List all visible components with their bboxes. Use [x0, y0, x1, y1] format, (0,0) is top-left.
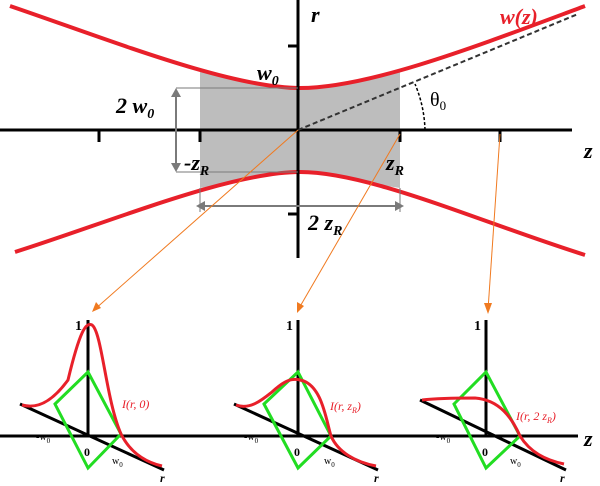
profile-peak-label: 1 [286, 319, 293, 334]
profile-r-label: r [374, 471, 379, 485]
intensity-profile-rayleigh: 1 I(r, zR) -w0 0 w0 r [233, 319, 379, 485]
asymptote-line [297, 13, 579, 131]
rayleigh-label: zR [385, 150, 404, 179]
profile-w0: w0 [112, 456, 123, 469]
profile-neg-w0: -w0 [436, 432, 451, 445]
theta-arc [414, 83, 426, 131]
profile-peak-label: 1 [474, 319, 481, 334]
intensity-profile-2-rayleigh: 1 I(r, 2 zR) -w0 0 w0 r [419, 319, 567, 485]
bottom-z-axis-label: z [583, 426, 593, 451]
waist-double-label: 2 w0 [115, 93, 154, 122]
z-axis-label: z [583, 138, 593, 163]
waist-label: w0 [257, 60, 279, 89]
profile-origin: 0 [294, 445, 300, 459]
profile-neg-w0: -w0 [36, 432, 51, 445]
pointer-arrow-zr [297, 133, 401, 311]
profile-curve [21, 322, 163, 468]
profile-r-label: r [560, 471, 565, 485]
profile-neg-w0: -w0 [244, 432, 259, 445]
profile-peak-label: 1 [75, 319, 82, 334]
waist-arrow-bottom [171, 163, 181, 172]
profile-origin: 0 [482, 445, 488, 459]
profile-curve [421, 396, 565, 466]
neg-rayleigh-label: -zR [184, 150, 209, 179]
pointer-arrowhead-2zr [484, 303, 492, 314]
profile-r-axis [19, 402, 165, 472]
profile-curve-label: I(r, 0) [121, 397, 149, 411]
lower-beam-envelope [14, 169, 586, 257]
r-axis-label: r [311, 2, 320, 27]
waist-arrow-top [171, 88, 181, 97]
pointer-arrowhead-waist [92, 302, 101, 312]
intensity-profile-waist: 1 I(r, 0) -w0 0 w0 r [19, 319, 165, 485]
pointer-arrow-2zr [487, 133, 501, 311]
profile-r-axis [419, 398, 567, 472]
pointer-arrowhead-zr [297, 302, 304, 313]
profile-r-label: r [160, 471, 165, 485]
upper-beam-envelope [9, 4, 586, 91]
profile-curve [235, 377, 377, 468]
profile-w0: w0 [510, 456, 521, 469]
theta-label: θ0 [430, 89, 446, 113]
beam-width-label: w(z) [500, 4, 538, 29]
profile-curve-label: I(r, 2 zR) [515, 409, 556, 425]
profile-w0: w0 [324, 456, 335, 469]
pointer-arrow-waist [93, 129, 299, 311]
profile-origin: 0 [84, 445, 90, 459]
two-rayleigh-label: 2 zR [307, 210, 342, 239]
profile-curve-label: I(r, zR) [329, 399, 361, 415]
